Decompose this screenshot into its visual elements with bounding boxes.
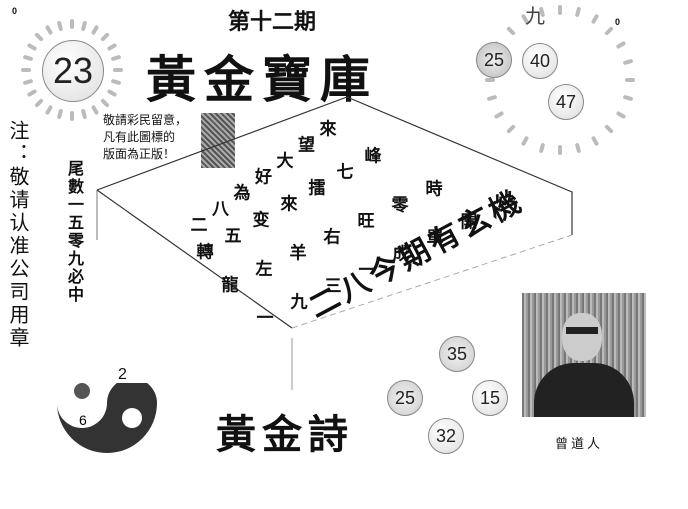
decorative-glyph: 九 — [525, 4, 545, 28]
grid-char: 八 — [212, 199, 229, 220]
grid-char: 望 — [298, 135, 315, 156]
grid-char: 開 — [460, 212, 478, 233]
number-ball: 25 — [387, 380, 423, 416]
issue-label: 第十二期 — [228, 9, 317, 35]
number-ball: 15 — [472, 380, 508, 416]
notice-line: 凡有此圖標的 — [103, 130, 176, 144]
number-ball: 32 — [428, 418, 464, 454]
grid-char: 轉 — [196, 242, 214, 263]
grid-char: 來 — [319, 119, 337, 140]
yinyang-number: 6 — [79, 412, 87, 428]
yin-yang-icon — [57, 383, 157, 453]
grid-char: 变 — [252, 210, 270, 231]
grid-char: 三 — [324, 276, 342, 297]
number-ball: 35 — [439, 336, 475, 372]
grid-char: 大 — [276, 151, 294, 172]
number-ball: 47 — [548, 84, 584, 120]
corner-mark: 0 — [12, 6, 18, 16]
grid-char: 來 — [280, 194, 298, 215]
grid-char: 右 — [323, 227, 341, 248]
grid-char: 為 — [233, 183, 251, 204]
side-note: 注：敬请认准公司用章 — [6, 120, 30, 350]
grid-char: 一 — [256, 308, 274, 329]
person-caption: 曾道人 — [555, 437, 604, 452]
notice-line: 敬請彩民留意， — [103, 113, 188, 127]
grid-char: 龍 — [221, 275, 239, 296]
number-ball: 25 — [476, 42, 512, 78]
grid-char: 單 — [426, 228, 444, 249]
sun-ray — [113, 68, 123, 72]
grid-char: 時 — [425, 179, 443, 200]
grid-char: 羊 — [289, 243, 307, 264]
grid-char: 七 — [336, 162, 354, 183]
page-title: 黃金寶庫 — [146, 50, 378, 109]
grid-char: 一 — [358, 260, 376, 281]
grid-char: 零 — [391, 195, 409, 216]
notice-line: 版面為正版！ — [103, 147, 176, 161]
grid-char: 左 — [255, 259, 273, 280]
grid-char: 好 — [255, 167, 272, 188]
grid-char: 擂 — [308, 178, 326, 199]
poem-title: 黃金詩 — [216, 411, 354, 458]
grid-char: 成 — [392, 244, 410, 265]
number-ball: 40 — [522, 43, 558, 79]
grid-char: 峰 — [364, 146, 382, 167]
yinyang-number: 2 — [118, 366, 127, 383]
grid-char: 旺 — [357, 211, 375, 232]
corner-mark: 0 — [615, 17, 621, 27]
person-photo — [522, 293, 646, 417]
authenticity-notice: 敬請彩民留意， 凡有此圖標的 版面為正版！ — [103, 112, 187, 163]
sun-ray — [625, 78, 635, 82]
tail-number-hint: 尾數一五零九必中 — [65, 160, 84, 304]
grid-char: 九 — [290, 292, 308, 313]
left-number-ball: 23 — [42, 40, 104, 102]
grid-char: 二 — [190, 215, 208, 236]
grid-char: 五 — [224, 226, 242, 247]
